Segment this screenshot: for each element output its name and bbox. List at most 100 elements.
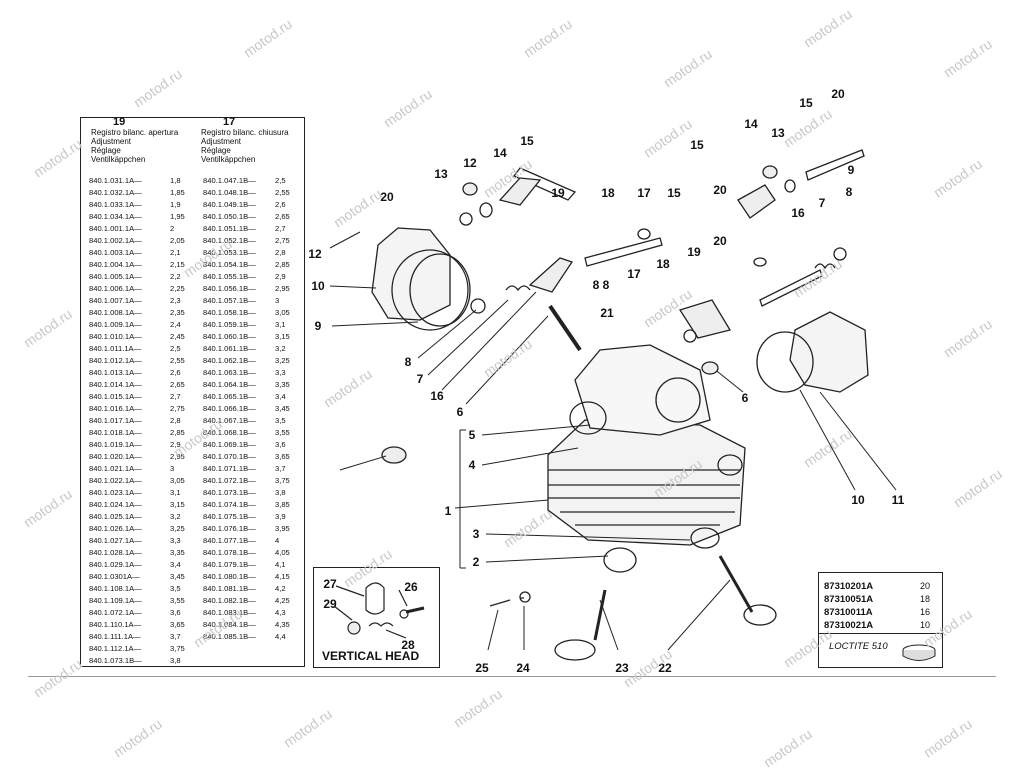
table-cell: 3,6 (170, 608, 181, 617)
table-cell: 840.1.054.1B— (203, 260, 256, 269)
table-cell: 3,3 (275, 368, 286, 377)
table-cell: 2,75 (275, 236, 290, 245)
table-cell: 840.1.109.1A— (89, 596, 142, 605)
table-cell: 2,8 (275, 248, 286, 257)
table-cell: 840.1.026.1A— (89, 524, 142, 533)
rocker-shaft-b (584, 237, 663, 267)
table-cell: 2,65 (170, 380, 185, 389)
table-cell: 840.1.008.1A— (89, 308, 142, 317)
table-cell: 3,65 (275, 452, 290, 461)
callout-number: 15 (667, 186, 681, 200)
table-cell: 3,8 (275, 488, 286, 497)
table-cell: 840.1.004.1A— (89, 260, 142, 269)
callout-number: 2 (472, 555, 480, 569)
table-cell: 840.1.064.1B— (203, 380, 256, 389)
table-cell: 2,55 (275, 188, 290, 197)
table-cell: 840.1.011.1A— (89, 344, 142, 353)
table-cell: 840.1.031.1A— (89, 176, 142, 185)
callout-number: 8 (602, 278, 610, 292)
table-cell: 2,7 (170, 392, 181, 401)
callout-number: 8 (592, 278, 600, 292)
table-cell: 2,05 (170, 236, 185, 245)
callout-26: 26 (404, 580, 418, 594)
table-cell: 840.1.032.1A— (89, 188, 142, 197)
table-header-19: 19 Registro bilanc. apertura Adjustment … (91, 117, 179, 165)
table-cell: 840.1.070.1B— (203, 452, 256, 461)
kit-count: 18 (920, 594, 931, 604)
table-cell: 4,1 (275, 560, 286, 569)
table-cell: 2,3 (170, 296, 181, 305)
table-cell: 3,2 (275, 344, 286, 353)
table-cell: 840.1.108.1A— (89, 584, 142, 593)
table-cell: 3,85 (275, 500, 290, 509)
callout-number: 20 (713, 234, 727, 248)
table-cell: 840.1.022.1A— (89, 476, 142, 485)
table-cell: 840.1.055.1B— (203, 272, 256, 281)
kit-code: 87310011A (824, 607, 873, 618)
kit-code: 87310201A (824, 581, 874, 592)
table-cell: 840.1.027.1A— (89, 536, 142, 545)
table-cell: 840.1.052.1B— (203, 236, 256, 245)
table-cell: 840.1.010.1A— (89, 332, 142, 341)
table-cell: 840.1.059.1B— (203, 320, 256, 329)
callout-number: 22 (658, 661, 672, 675)
table-cell: 3,1 (275, 320, 286, 329)
table-cell: 840.1.074.1B— (203, 500, 256, 509)
callout-number: 11 (891, 493, 905, 507)
table-cell: 840.1.063.1B— (203, 368, 256, 377)
table-cell: 2 (170, 224, 175, 233)
callout-number: 1 (444, 504, 452, 518)
table-cell: 3,4 (170, 560, 181, 569)
table-cell: 3,1 (170, 488, 181, 497)
table-cell: 4 (275, 536, 280, 545)
vertical-head-label: VERTICAL HEAD (322, 649, 420, 663)
table-cell: 3,35 (170, 548, 185, 557)
callout-number: 12 (308, 247, 322, 261)
callout-number: 19 (687, 245, 701, 259)
table-cell: 840.1.076.1B— (203, 524, 256, 533)
callout-number: 15 (520, 134, 534, 148)
table-cell: 4,35 (275, 620, 290, 629)
callout-number: 14 (493, 146, 507, 160)
table-cell: 3,45 (170, 572, 185, 581)
callout-number: 18 (656, 257, 670, 271)
table-cell: 4,2 (275, 584, 286, 593)
table-cell: 840.1.029.1A— (89, 560, 142, 569)
callout-27: 27 (323, 577, 337, 591)
table-cell: 840.1.050.1B— (203, 212, 256, 221)
callout-number: 20 (713, 183, 727, 197)
table-cell: 840.1.028.1A— (89, 548, 142, 557)
table-cell: 2,85 (275, 260, 290, 269)
table-cell: 840.1.002.1A— (89, 236, 142, 245)
table-cell: 840.1.066.1B— (203, 404, 256, 413)
kit-count: 10 (920, 620, 931, 630)
table-cell: 2,5 (275, 176, 286, 185)
callout-number: 10 (851, 493, 865, 507)
table-cell: 3,7 (275, 464, 286, 473)
table-cell: 2,1 (170, 248, 181, 257)
table-cell: 840.1.048.1B— (203, 188, 256, 197)
table-cell: 840.1.084.1B— (203, 620, 256, 629)
header-line: Registro bilanc. apertura (91, 128, 179, 137)
callout-number: 13 (771, 126, 785, 140)
callout-number: 15 (690, 138, 704, 152)
table-cell: 4,05 (275, 548, 290, 557)
callout-number: 6 (741, 391, 749, 405)
table-cell: 840.1.082.1B— (203, 596, 256, 605)
table-cell: 840.1.078.1B— (203, 548, 256, 557)
table-cell: 3,75 (170, 644, 185, 653)
table-cell: 840.1.110.1A— (89, 620, 142, 629)
rocker-shaft-a (512, 167, 577, 201)
table-cell: 840.1.023.1A— (89, 488, 142, 497)
callout-number: 17 (627, 267, 641, 281)
table-cell: 3,15 (170, 500, 185, 509)
table-cell: 840.1.077.1B— (203, 536, 256, 545)
table-cell: 3,5 (170, 584, 181, 593)
table-cell: 840.1.073.1B— (89, 656, 142, 665)
callout-number: 20 (831, 87, 845, 101)
table-cell: 3,7 (170, 632, 181, 641)
table-cell: 840.1.013.1A— (89, 368, 142, 377)
table-cell: 4,3 (275, 608, 286, 617)
